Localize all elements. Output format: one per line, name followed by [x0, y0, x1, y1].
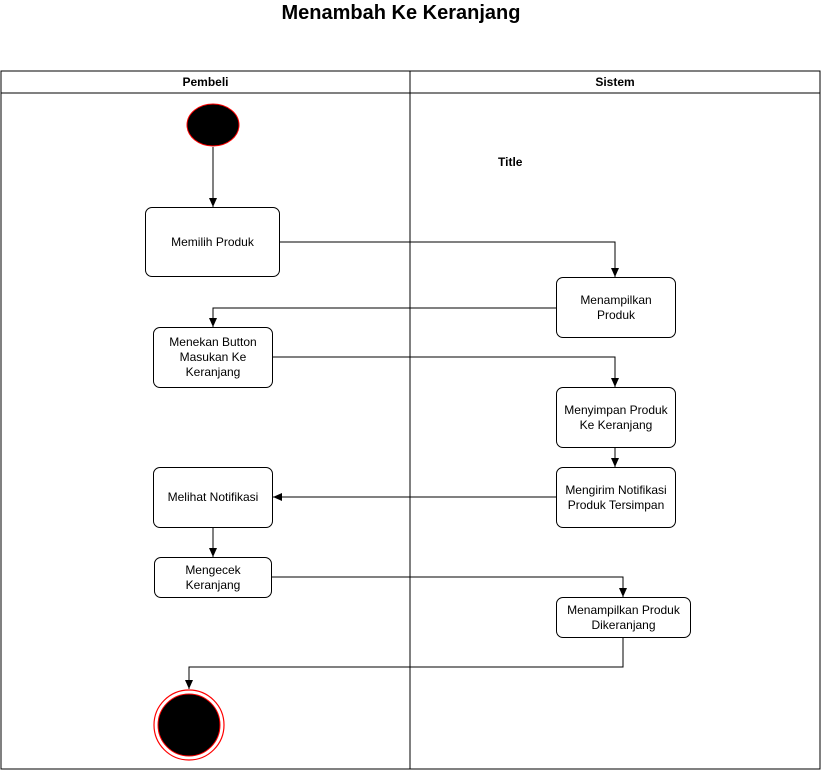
lane-header-pembeli: Pembeli: [182, 75, 229, 89]
end-node: [157, 693, 221, 757]
activity-memilih-produk: Memilih Produk: [145, 207, 280, 277]
lane-header-sistem: Sistem: [595, 75, 635, 89]
start-node: [186, 103, 240, 147]
activity-mengecek-keranjang: Mengecek Keranjang: [154, 557, 272, 598]
activity-mengirim-notifikasi: Mengirim Notifikasi Produk Tersimpan: [556, 467, 676, 528]
diagram-title: Menambah Ke Keranjang: [281, 2, 521, 24]
edge-mengecek-to-dikeranjang: [272, 576, 627, 597]
activity-menekan-button: Menekan Button Masukan Ke Keranjang: [153, 327, 273, 388]
activity-menampilkan-dikeranjang: Menampilkan Produk Dikeranjang: [556, 597, 691, 638]
edge-menekan-to-menyimpan: [272, 356, 619, 387]
free-title-label: Title: [498, 155, 523, 169]
activity-menyimpan-produk: Menyimpan Produk Ke Keranjang: [556, 387, 676, 448]
edge-memilih-to-menampilkan: [280, 241, 619, 277]
activity-menampilkan-produk: Menampilkan Produk: [556, 277, 676, 338]
activity-melihat-notifikasi: Melihat Notifikasi: [153, 467, 273, 528]
edge-dikeranjang-to-end: [185, 637, 624, 689]
edge-menampilkan-to-menekan: [209, 307, 556, 327]
